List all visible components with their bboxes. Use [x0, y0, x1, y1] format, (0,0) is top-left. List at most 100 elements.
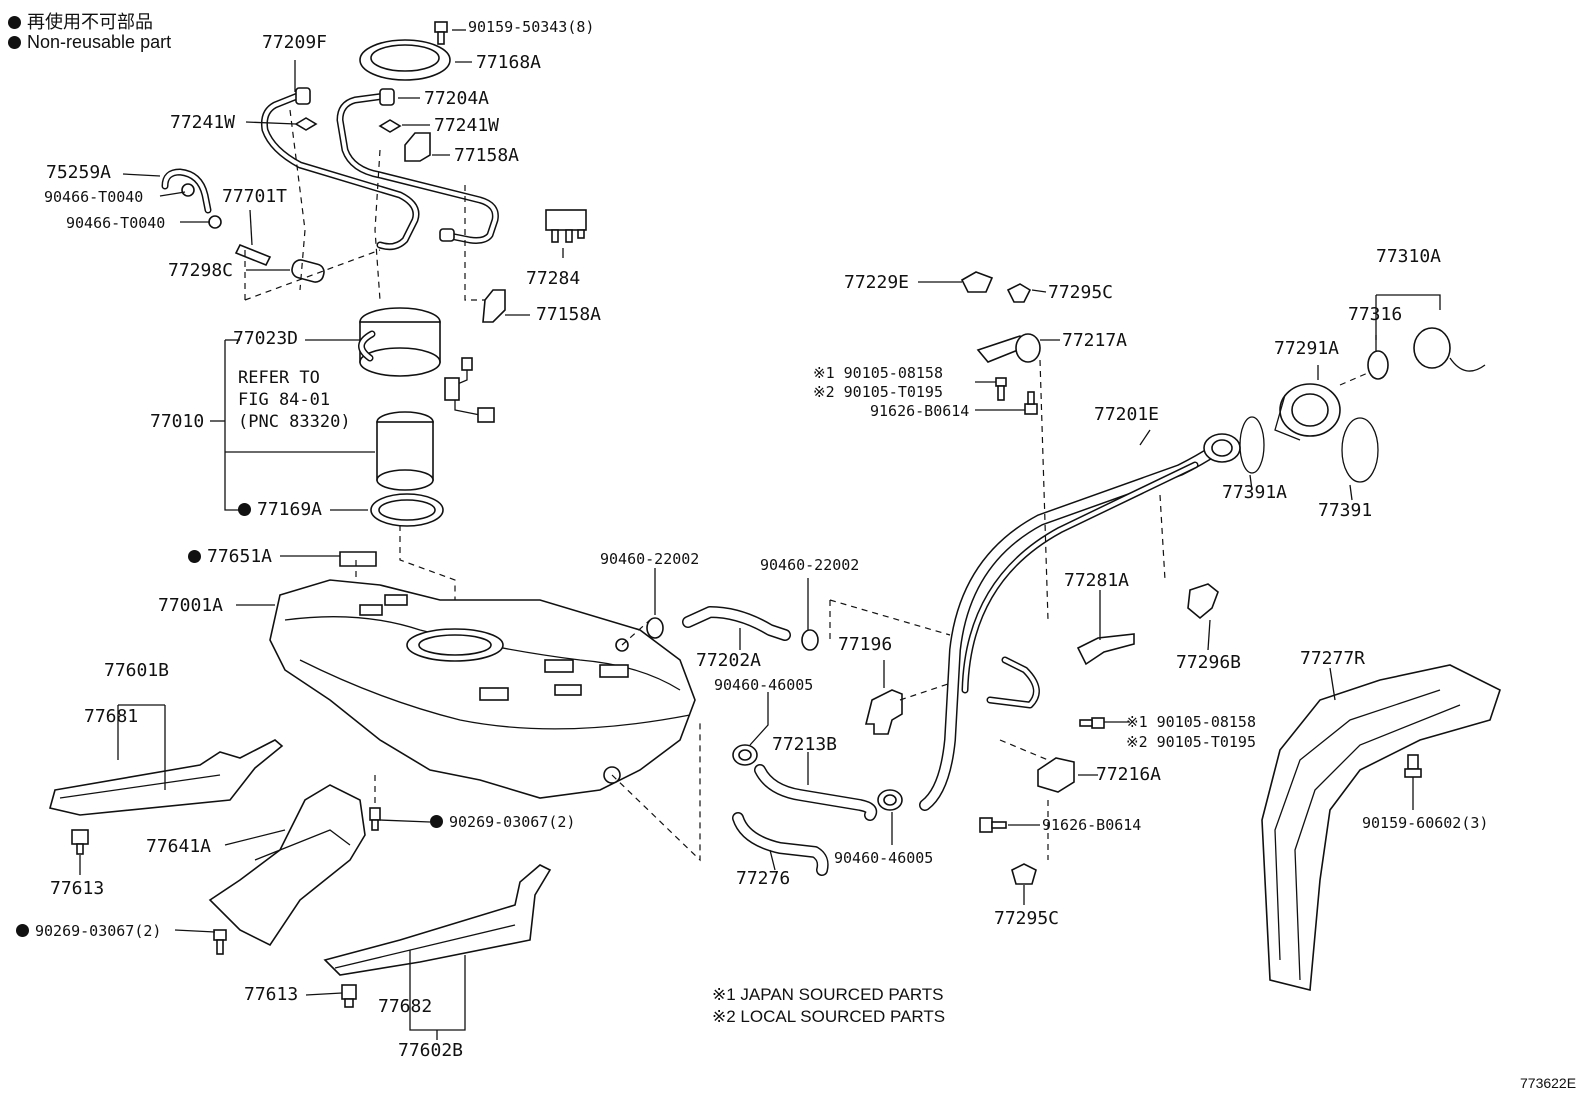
part-label: 90466-T0040 [66, 214, 166, 232]
part-label: 77229E [844, 272, 910, 293]
legend-en: Non-reusable part [8, 32, 171, 56]
leader-lines [122, 29, 1414, 996]
part-label: 90460-46005 [834, 849, 934, 867]
bolt-90105-a [995, 377, 1007, 401]
strap-77602B [323, 864, 552, 976]
non-reusable-dot-icon [16, 924, 29, 937]
part-label: 77001A [158, 595, 224, 616]
part-label-non-reusable: 90269-03067(2) [16, 924, 161, 939]
figure-code: 773622E [1520, 1075, 1577, 1091]
part-label: 77241W [170, 112, 236, 133]
cap-77316 [1367, 350, 1389, 380]
clamp-90460-46005-a [732, 744, 758, 766]
part-label: 77613 [244, 984, 299, 1005]
part-label: 90460-22002 [760, 556, 860, 574]
part-label: 77276 [736, 868, 791, 889]
part-label: 77682 [378, 996, 433, 1017]
filter-77298C [291, 259, 325, 283]
part-label: 77681 [84, 706, 139, 727]
part-label: 90460-22002 [600, 550, 700, 568]
bolt-77613-b [341, 984, 357, 1008]
gasket-77391A [1239, 416, 1265, 474]
non-reusable-dot-icon [430, 815, 443, 828]
part-label: 77295C [994, 908, 1060, 929]
part-label: 77291A [1274, 338, 1340, 359]
bolt-90269-a [369, 807, 381, 831]
part-label: 77202A [696, 650, 762, 671]
part-label: 77023D [233, 328, 299, 349]
part-label: 77010 [150, 411, 205, 432]
bracket-77158A-top [404, 132, 431, 162]
part-label: 77602B [398, 1040, 464, 1061]
bolt-90269-b [213, 929, 227, 955]
non-reusable-dot-icon [188, 550, 201, 563]
part-label: ※2 90105-T0195 [813, 383, 943, 401]
heat-protector-77641A [208, 784, 366, 947]
refer-line-2: FIG 84-01 [238, 390, 331, 410]
hose-77202A [682, 606, 791, 641]
bracket-77296B [1187, 583, 1219, 620]
strap-77601B [49, 739, 284, 816]
part-label: 77298C [168, 260, 234, 281]
part-label: 77217A [1062, 330, 1128, 351]
clamp-90460-46005-b [877, 789, 903, 811]
bolt-90159-60602 [1404, 754, 1422, 778]
part-label: 77310A [1376, 246, 1442, 267]
part-label: 77284 [526, 268, 581, 289]
part-label: 77296B [1176, 652, 1242, 673]
bolt-77613-a [71, 829, 89, 855]
clip-77295C-bottom [1011, 863, 1037, 885]
fuel-line-77209F [261, 87, 420, 251]
part-label: 91626-B0614 [870, 402, 970, 420]
part-label: 77158A [536, 304, 602, 325]
part-label: 77196 [838, 634, 893, 655]
fender-liner-77277R [1261, 664, 1501, 992]
note-local-sourced: ※2 LOCAL SOURCED PARTS [712, 1007, 946, 1026]
part-label: 77168A [476, 52, 542, 73]
pad-77651A [339, 551, 377, 567]
part-label: 77641A [146, 836, 212, 857]
sender-gauge [444, 357, 495, 423]
part-label: 77281A [1064, 570, 1130, 591]
non-reusable-dot-icon [8, 36, 21, 49]
part-label: 75259A [46, 162, 112, 183]
refer-line-3: (PNC 83320) [238, 412, 351, 432]
part-label: 77213B [772, 734, 838, 755]
part-label: 90159-60602(3) [1362, 814, 1489, 832]
bracket-77216A [1037, 757, 1075, 793]
non-reusable-dot-icon [238, 503, 251, 516]
part-label: 77201E [1094, 404, 1160, 425]
bracket-77158A-bottom [482, 289, 506, 323]
clamp-90460-22002-b [801, 629, 819, 651]
part-label: 90460-46005 [714, 676, 814, 694]
part-label: 77601B [104, 660, 170, 681]
part-label-non-reusable: 77169A [238, 501, 322, 519]
part-label: 77204A [424, 88, 490, 109]
part-label: 77391 [1318, 500, 1373, 521]
bolt-90105-b [1079, 717, 1105, 729]
part-label: 90159-50343(8) [468, 18, 595, 36]
fuel-pump-77023D [358, 307, 441, 377]
part-label: 90466-T0040 [44, 188, 144, 206]
fuel-cap-77310A [1413, 327, 1486, 372]
gasket-77169A [370, 493, 444, 527]
part-label: 91626-B0614 [1042, 816, 1142, 834]
bolt-91626-a [1024, 391, 1038, 415]
note-japan-sourced: ※1 JAPAN SOURCED PARTS [712, 985, 944, 1004]
part-label: 77701T [222, 186, 288, 207]
bracket-77281A [1076, 633, 1135, 666]
part-label: 77158A [454, 145, 520, 166]
part-label: ※2 90105-T0195 [1126, 733, 1256, 751]
legend-jp: 再使用不可部品 [8, 8, 171, 32]
legend: 再使用不可部品 Non-reusable part [8, 8, 171, 56]
part-label: 77295C [1048, 282, 1114, 303]
part-label: 77613 [50, 878, 105, 899]
bolt-90159-50343 [434, 21, 448, 45]
part-label: 77241W [434, 115, 500, 136]
fuel-line-77204A [336, 88, 499, 244]
clip-77229E [960, 271, 994, 293]
part-label: ※1 90105-08158 [1126, 713, 1256, 731]
part-label: 77216A [1096, 764, 1162, 785]
part-label-non-reusable: 77651A [188, 548, 272, 566]
